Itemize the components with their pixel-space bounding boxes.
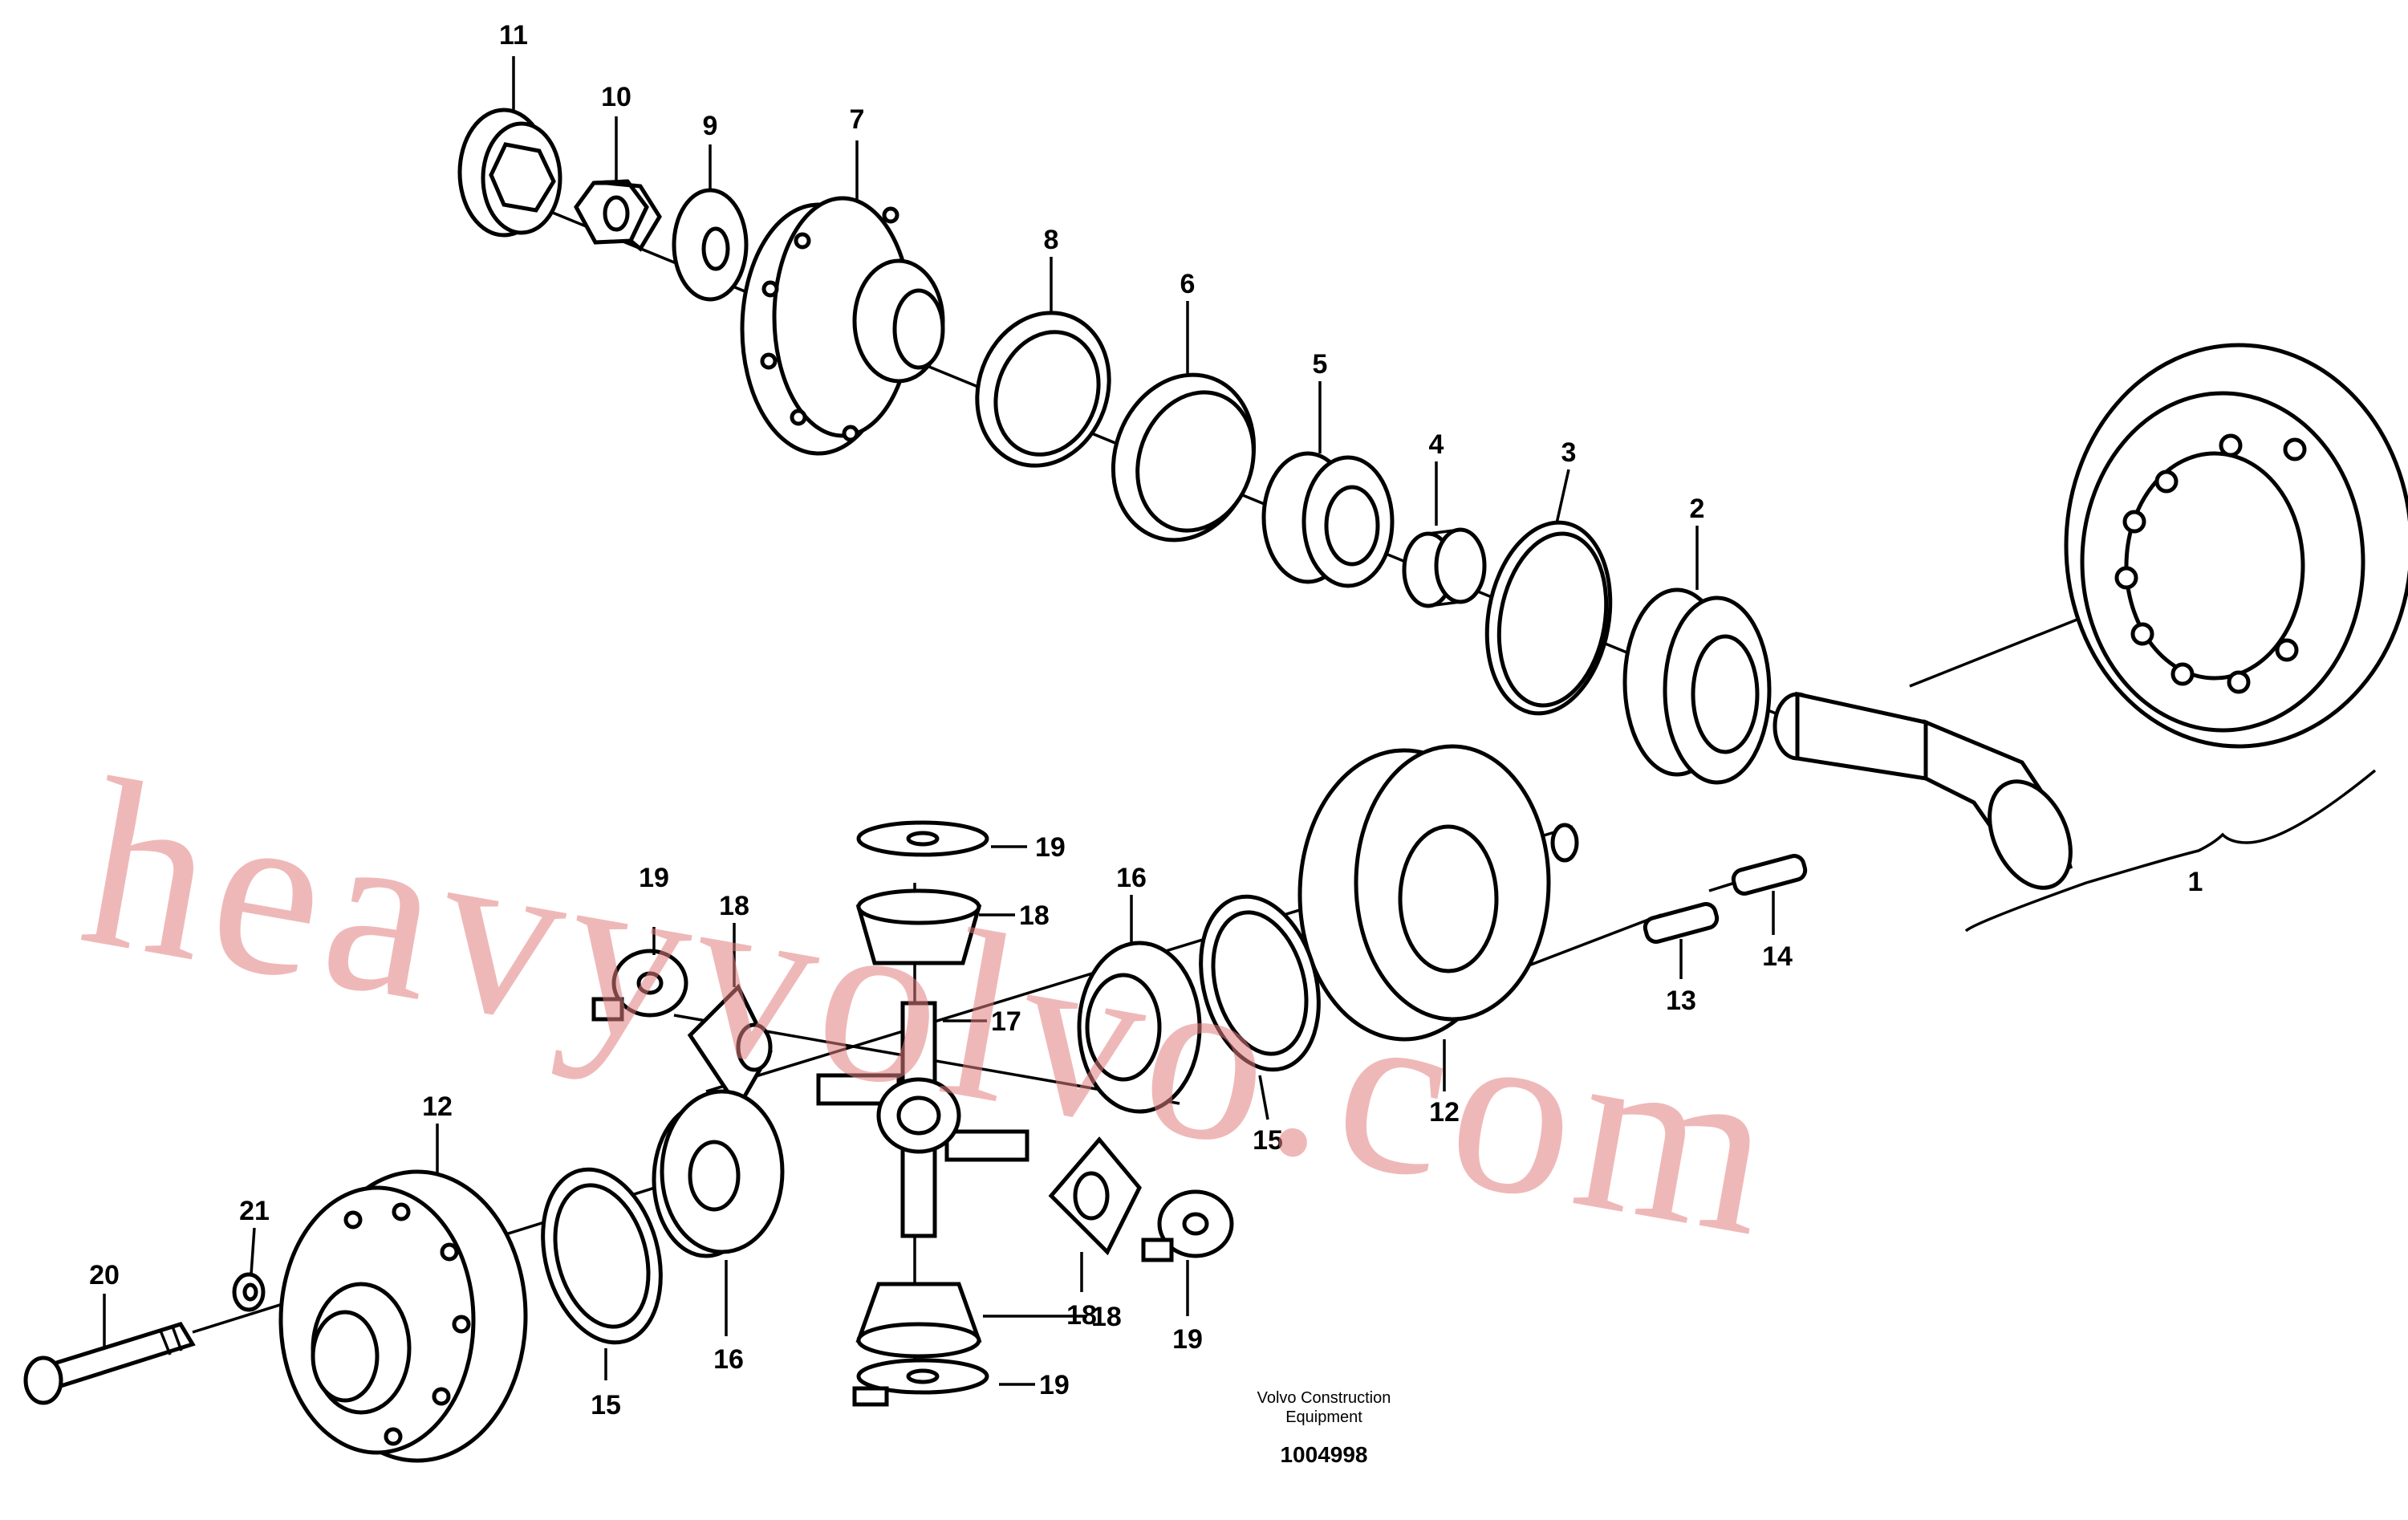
part-18-gear-right: [1048, 1136, 1142, 1256]
callout-8: 8: [1044, 225, 1059, 255]
part-16-gear-lower: [652, 1089, 785, 1258]
callout-14: 14: [1762, 941, 1793, 972]
callout-19-top: 19: [1035, 832, 1066, 863]
callout-18-left: 18: [719, 891, 749, 921]
part-6-race: [1111, 372, 1257, 543]
callout-20: 20: [89, 1260, 120, 1290]
callout-11: 11: [499, 20, 528, 51]
part-19-washer-bottom: [852, 1358, 989, 1407]
callout-10: 10: [601, 82, 631, 112]
part-15-washer-lower: [541, 1167, 663, 1345]
part-3-shim: [1484, 520, 1613, 716]
part-19-washer-top: [856, 820, 989, 857]
drawing-number: 1004998: [1280, 1442, 1367, 1467]
part-10-nut: [574, 179, 662, 252]
part-13-pin: [1643, 902, 1720, 944]
part-9-washer: [672, 188, 749, 302]
callout-9: 9: [703, 111, 718, 141]
callout-2: 2: [1690, 494, 1705, 524]
part-8-seal: [975, 311, 1111, 468]
part-11-cap: [457, 108, 562, 238]
callout-18-bottom: 18: [1091, 1302, 1122, 1332]
part-18-gear-bottom: [855, 1282, 982, 1359]
part-7-flange: [740, 196, 945, 456]
callout-1: 1: [2188, 867, 2203, 897]
callouts: 11 10 9 7 8 6 5 4 3 2 1 19 18 17 18 19 1…: [89, 20, 2203, 1420]
callout-17: 17: [991, 1006, 1021, 1037]
part-1-bracket: [1964, 769, 2377, 933]
callout-4: 4: [1429, 429, 1444, 460]
callout-12-lower: 12: [422, 1091, 453, 1122]
callout-6: 6: [1180, 269, 1196, 299]
leader-lines: [103, 56, 1775, 1386]
part-1-pinion-shaft: [1772, 691, 2073, 890]
part-20-bolt: [23, 1322, 196, 1405]
maker-line-2: Equipment: [1285, 1408, 1362, 1426]
callout-18-right: 18: [1066, 1300, 1097, 1331]
part-12-case-upper: [1297, 744, 1579, 1042]
part-12-case-lower: [278, 1169, 528, 1463]
part-14-pin: [1731, 854, 1808, 896]
callout-19-bottom: 19: [1039, 1370, 1070, 1400]
callout-12-upper: 12: [1429, 1097, 1460, 1128]
part-16-gear-upper: [1077, 941, 1202, 1114]
callout-21: 21: [239, 1196, 270, 1226]
callout-5: 5: [1313, 349, 1328, 380]
part-15-washer-upper: [1199, 894, 1321, 1072]
callout-19-right: 19: [1172, 1324, 1203, 1355]
maker-line-1: Volvo Construction: [1257, 1389, 1391, 1407]
part-4-sleeve: [1402, 527, 1487, 608]
footer: Volvo Construction Equipment 1004998: [1257, 1389, 1391, 1467]
callout-13: 13: [1666, 986, 1696, 1016]
part-18-gear-left: [687, 983, 773, 1112]
callout-15-lower: 15: [591, 1390, 621, 1420]
callout-15-upper: 15: [1253, 1125, 1283, 1156]
part-5-bearing: [1261, 451, 1395, 588]
part-19-washer-left: [591, 949, 688, 1022]
callout-19-left: 19: [639, 863, 669, 893]
part-17-spider: [816, 1001, 1029, 1238]
part-1-crown-wheel: [2064, 343, 2408, 749]
part-21-washer: [232, 1272, 266, 1312]
part-18-gear-top: [855, 888, 982, 965]
part-19-washer-right: [1141, 1189, 1234, 1262]
callout-16-upper: 16: [1116, 863, 1147, 893]
callout-16-lower: 16: [713, 1344, 744, 1375]
part-2-bearing: [1622, 587, 1772, 785]
callout-18-top: 18: [1019, 900, 1050, 931]
callout-3: 3: [1561, 437, 1577, 468]
callout-7: 7: [850, 104, 865, 135]
